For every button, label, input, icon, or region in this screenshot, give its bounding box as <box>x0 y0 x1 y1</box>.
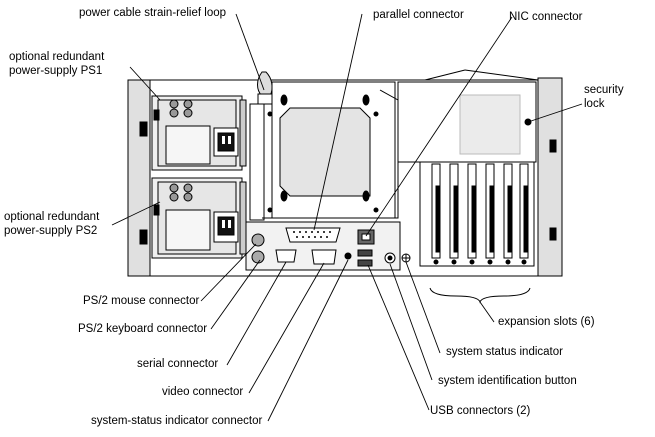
expansion-card-area <box>397 81 537 267</box>
left-flange <box>127 79 151 277</box>
video-port <box>311 249 337 265</box>
label-ps2-keyboard-connector: PS/2 keyboard connector <box>78 323 208 335</box>
ps2-mouse-port <box>251 233 265 247</box>
expansion-slots-brace <box>429 287 531 304</box>
label-optional-psu2: optional redundant power-supply PS2 <box>4 211 100 237</box>
label-expansion-slots: expansion slots (6) <box>498 316 595 328</box>
label-parallel-connector: parallel connector <box>373 9 464 21</box>
power-supply-ps1 <box>151 95 247 171</box>
ps2-keyboard-port <box>251 250 265 264</box>
status-indicator-connector <box>344 252 352 260</box>
serial-port <box>275 249 297 263</box>
strain-relief-loop <box>249 71 273 221</box>
label-usb-connectors: USB connectors (2) <box>430 405 531 417</box>
label-power-cable-strain-relief-loop: power cable strain-relief loop <box>79 7 227 19</box>
usb-port-1 <box>357 249 373 257</box>
label-video-connector: video connector <box>162 386 244 398</box>
label-nic-connector: NIC connector <box>509 11 583 23</box>
label-security-lock: security lock <box>584 84 624 110</box>
label-optional-psu1: optional redundant power-supply PS1 <box>9 51 105 77</box>
label-ps2-mouse-connector: PS/2 mouse connector <box>83 295 200 307</box>
parallel-port <box>285 227 341 243</box>
power-supply-ps2 <box>151 177 247 259</box>
label-system-status-indicator-connector: system-status indicator connector <box>91 415 263 427</box>
io-panel <box>245 221 411 271</box>
label-system-identification-button: system identification button <box>438 375 577 387</box>
leader-lines <box>111 13 583 422</box>
right-flange <box>537 77 563 277</box>
label-serial-connector: serial connector <box>137 358 219 370</box>
usb-port-2 <box>357 259 373 267</box>
fan-vent <box>262 81 399 219</box>
label-system-status-indicator: system status indicator <box>446 346 563 358</box>
